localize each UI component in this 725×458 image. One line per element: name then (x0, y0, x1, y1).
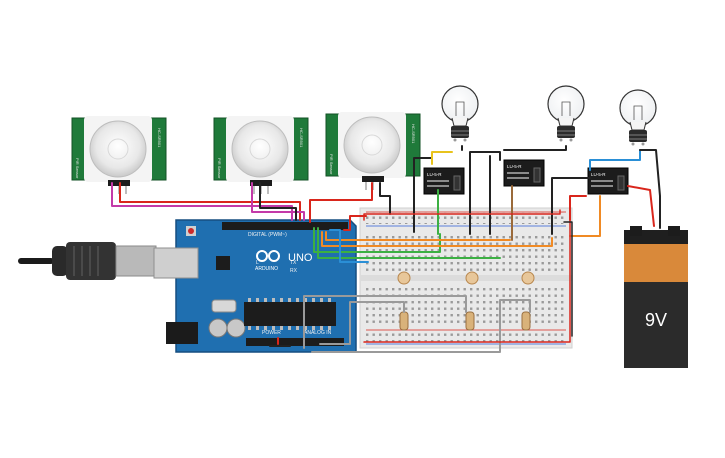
rx-label: RX (290, 268, 298, 274)
photoresistors (397, 271, 535, 285)
wire-relay3-sig (569, 195, 601, 237)
wire-battery-neg (639, 149, 661, 229)
resistors (399, 311, 531, 331)
relay-3[interactable]: LU-5-R (587, 167, 629, 195)
wire-rail-top (363, 209, 561, 221)
wire-grey-2 (311, 299, 531, 353)
wire-grey-3 (319, 301, 405, 345)
pir-side-label: PIR Sensor (75, 158, 80, 179)
usb-cable (18, 242, 157, 280)
wire-bulb1 (431, 151, 453, 165)
wire-pir2-signal (251, 182, 305, 221)
pir-model-label: HC-SR501 (299, 128, 304, 148)
power-label: POWER (262, 330, 281, 336)
wire-rail-gnd (563, 221, 573, 337)
wire-rail-bottom (363, 209, 571, 343)
relay-2[interactable]: LU-5-R (503, 159, 545, 187)
wire-blue-1 (329, 229, 369, 263)
relay-label: LU-5-R (427, 172, 442, 177)
digital-label: DIGITAL (PWM~) (248, 232, 287, 238)
wire-relay3-gnd (551, 177, 591, 235)
l-label: L (256, 260, 259, 266)
pir-side-label: PIR Sensor (329, 154, 334, 175)
relay-label: LU-5-R (591, 172, 606, 177)
wire-pir3-vcc (309, 182, 373, 223)
pir-dome (231, 120, 289, 178)
wire-relay2-gnd (469, 151, 501, 235)
relay-1[interactable]: LU-5-R (423, 167, 465, 195)
wire-battery-pos (627, 185, 655, 227)
wire-green-2 (317, 227, 501, 259)
light-bulb-2[interactable] (547, 85, 585, 142)
arduino-brand: ARDUINO (255, 266, 278, 272)
tx-label: TX (290, 260, 297, 266)
pir-side-label: PIR Sensor (217, 158, 222, 179)
wire-relay1-gnd (413, 157, 433, 233)
arduino-model: UNO (288, 252, 313, 264)
arduino-logo: ARDUINO UNO (255, 250, 313, 272)
pir-model-label: HC-SR501 (411, 124, 416, 144)
wire-orange-2 (325, 231, 511, 241)
relay-label: LU-5-R (507, 164, 522, 169)
wire-grey-1 (303, 295, 467, 349)
pir-dome (343, 116, 401, 174)
light-bulb-1[interactable] (441, 85, 479, 142)
wire-orange-1 (321, 231, 553, 247)
arduino-uno-board[interactable]: DIGITAL (PWM~) POWER ANALOG IN TX RX L A… (153, 219, 357, 353)
wire-pir1-vcc (119, 182, 301, 221)
battery-label: 9V (645, 310, 667, 330)
wire-pir3-gnd (379, 182, 391, 215)
wire-red-arduino (343, 215, 367, 231)
wire-bulb3 (589, 149, 641, 171)
wire-green-1 (313, 227, 441, 253)
wires (111, 145, 661, 353)
pir-model-label: HC-SR501 (157, 128, 162, 148)
battery-9v[interactable]: 9V (624, 226, 688, 368)
analog-label: ANALOG IN (304, 330, 332, 336)
pir-dome (89, 120, 147, 178)
light-bulb-3[interactable] (619, 89, 657, 146)
wire-bulb2 (503, 145, 567, 151)
wire-pir2-gnd (259, 182, 297, 221)
